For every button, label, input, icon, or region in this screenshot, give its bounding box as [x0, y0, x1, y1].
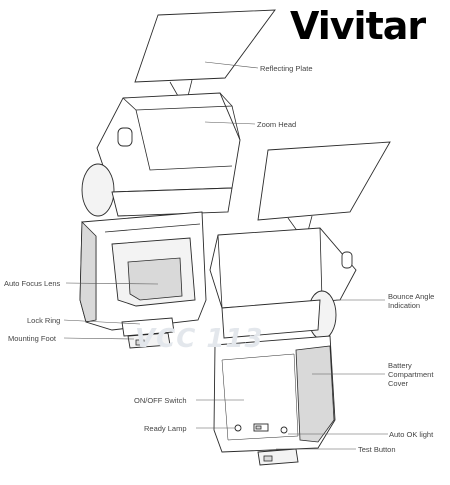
leader-zoom-head: [204, 121, 256, 125]
leader-lines: [63, 61, 388, 450]
mounting-foot-pin: [135, 339, 145, 346]
rear-panel: [221, 353, 299, 441]
neck-rear: [221, 299, 321, 339]
leader-auto-focus-lens: [65, 282, 159, 285]
rear-flash-unit: [209, 141, 391, 466]
swivel-disc-front: [81, 163, 115, 217]
lock-ring-front: [121, 317, 175, 337]
label-battery-line2: Compartment: [388, 370, 434, 379]
zoom-head-rear-window: [341, 251, 353, 269]
zoom-head-rear-face: [217, 227, 323, 309]
label-test-button: Test Button: [358, 445, 396, 454]
reflecting-plate-tab: [169, 79, 193, 97]
label-on-off-switch: ON/OFF Switch: [134, 396, 187, 405]
label-bounce-angle-line1: Bounce Angle: [388, 292, 435, 301]
mounting-foot-rear-pin: [263, 455, 273, 462]
label-bounce-angle: Bounce Angle Indication: [388, 292, 434, 310]
auto-focus-lens-inner: [127, 257, 183, 301]
leader-lock-ring: [63, 319, 141, 325]
ready-lamp: [234, 424, 242, 432]
label-mounting-foot: Mounting Foot: [8, 334, 56, 343]
vivitar-logo: Vivitar: [290, 4, 426, 48]
label-battery-cover: Battery Compartment Cover: [388, 361, 433, 388]
reflecting-plate-front: [134, 9, 276, 83]
label-lock-ring: Lock Ring: [27, 316, 61, 325]
reflecting-plate-rear: [257, 141, 391, 221]
on-off-switch-knob: [255, 425, 262, 430]
label-zoom-head: Zoom Head: [257, 120, 297, 129]
watermark: VCC 113: [135, 324, 264, 354]
label-battery-line1: Battery: [388, 361, 412, 370]
zoom-head-window: [117, 127, 133, 147]
label-battery-line3: Cover: [388, 379, 409, 388]
leader-reflecting-plate: [204, 61, 259, 69]
zoom-head-rear: [209, 227, 357, 309]
body-side-shade: [79, 221, 97, 323]
auto-ok-light: [280, 426, 288, 434]
neck-front: [111, 187, 233, 217]
label-bounce-angle-line2: Indication: [388, 301, 421, 310]
front-flash-unit: [79, 9, 276, 349]
battery-compartment-cover: [295, 345, 335, 443]
leader-mounting-foot: [63, 337, 135, 340]
label-ready-lamp: Ready Lamp: [144, 424, 187, 433]
label-auto-focus-lens: Auto Focus Lens: [4, 279, 61, 288]
label-reflecting-plate: Reflecting Plate: [260, 64, 313, 73]
label-auto-ok-light: Auto OK light: [389, 430, 434, 439]
zoom-head-top-face: [122, 92, 233, 111]
